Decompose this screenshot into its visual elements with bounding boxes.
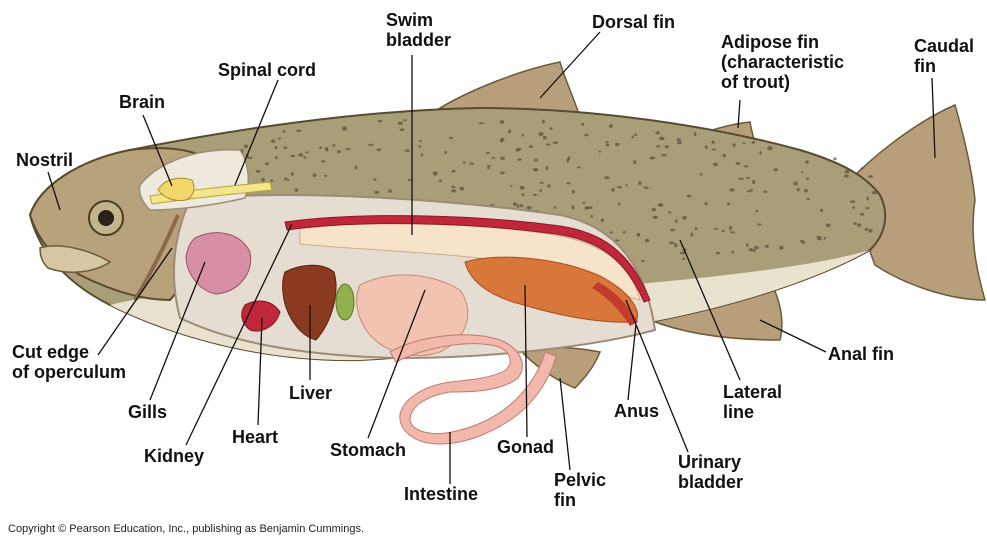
label-heart: Heart — [232, 427, 278, 447]
label-lateral-line: Lateral line — [723, 382, 782, 422]
copyright-notice: Copyright © Pearson Education, Inc., pub… — [8, 523, 364, 535]
pointer-dorsal-fin — [540, 32, 600, 98]
label-liver: Liver — [289, 383, 332, 403]
label-stomach: Stomach — [330, 440, 406, 460]
label-gonad: Gonad — [497, 437, 554, 457]
label-kidney: Kidney — [144, 446, 204, 466]
pointer-urinary-bladder — [626, 300, 688, 452]
label-caudal-fin: Caudal fin — [914, 36, 974, 76]
label-swim-bladder: Swim bladder — [386, 10, 451, 50]
pointer-kidney — [186, 224, 292, 445]
pointer-nostril — [48, 172, 60, 210]
label-gills: Gills — [128, 402, 167, 422]
label-intestine: Intestine — [404, 484, 478, 504]
label-adipose-fin: Adipose fin (characteristic of trout) — [721, 32, 844, 92]
pointer-gonad — [525, 285, 527, 437]
label-anus: Anus — [614, 401, 659, 421]
label-cut-edge-operculum: Cut edge of operculum — [12, 342, 126, 382]
label-urinary-bladder: Urinary bladder — [678, 452, 743, 492]
pointer-gills — [150, 262, 205, 400]
pointer-anus — [628, 324, 636, 400]
label-pelvic-fin: Pelvic fin — [554, 470, 606, 510]
label-spinal-cord: Spinal cord — [218, 60, 316, 80]
label-brain: Brain — [119, 92, 165, 112]
pointer-lateral-line — [680, 240, 740, 380]
label-nostril: Nostril — [16, 150, 73, 170]
pointer-cut-edge — [98, 248, 172, 355]
pointer-caudal-fin — [932, 78, 935, 158]
pointer-adipose-fin — [738, 100, 740, 128]
pointer-brain — [143, 115, 172, 186]
label-anal-fin: Anal fin — [828, 344, 894, 364]
pointer-stomach — [368, 290, 425, 438]
pointer-anal-fin — [760, 320, 826, 352]
label-dorsal-fin: Dorsal fin — [592, 12, 675, 32]
pointer-pelvic-fin — [560, 378, 570, 470]
pointer-spinal-cord — [235, 80, 278, 185]
pointer-heart — [258, 318, 262, 425]
